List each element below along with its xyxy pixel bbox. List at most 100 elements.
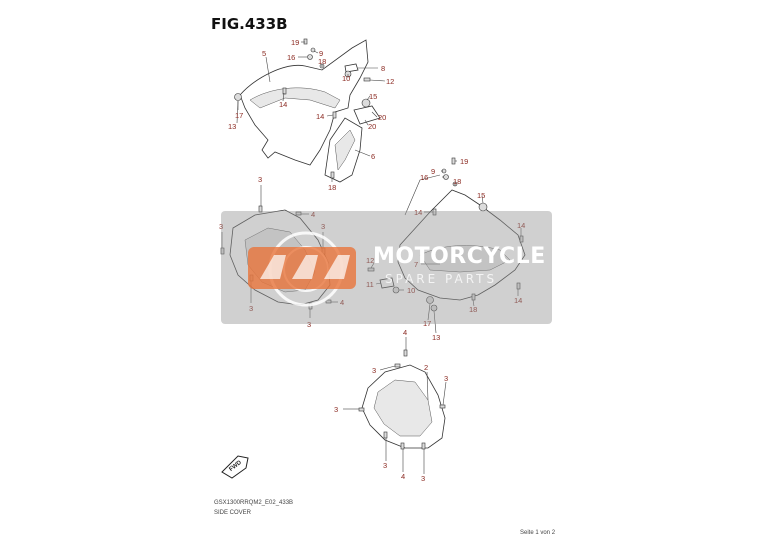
callout-4: 4 xyxy=(340,298,344,307)
callout-17: 17 xyxy=(423,319,431,328)
screw-4d-icon xyxy=(400,442,405,450)
callout-11: 11 xyxy=(366,280,374,289)
callout-4: 4 xyxy=(311,210,315,219)
screw-3h-icon xyxy=(358,407,365,412)
side-cover-7-edge xyxy=(404,174,441,216)
callout-18: 18 xyxy=(328,183,336,192)
callout-18: 18 xyxy=(453,177,461,186)
callout-14: 14 xyxy=(414,208,422,217)
callout-14: 14 xyxy=(316,112,324,121)
screw-3i-icon xyxy=(383,431,388,439)
bolt-19-icon xyxy=(303,38,308,45)
callout-14: 14 xyxy=(514,296,522,305)
callout-10: 10 xyxy=(407,286,415,295)
callout-9: 9 xyxy=(319,49,323,58)
callout-15: 15 xyxy=(369,92,377,101)
bolt-14a-icon xyxy=(282,87,287,95)
side-cover-7-ridge xyxy=(419,245,511,273)
side-cover-5 xyxy=(239,39,369,166)
bolt-18-icon xyxy=(330,171,335,179)
callout-13: 13 xyxy=(228,122,236,131)
bottom-leader-lines xyxy=(343,337,447,474)
grommet-15-right-icon xyxy=(478,202,488,212)
screw-4a-icon xyxy=(295,211,302,216)
bolt-14-right-b-icon xyxy=(519,235,524,243)
middle-left-callouts: 3 4 3 3 3 3 4 xyxy=(219,175,344,329)
callout-12: 12 xyxy=(386,77,394,86)
callout-3: 3 xyxy=(321,222,325,231)
callout-14: 14 xyxy=(279,100,287,109)
bolt-14b-icon xyxy=(332,111,337,119)
watermark-subtitle: SPARE PARTS xyxy=(385,272,498,286)
side-cover-left-assembly xyxy=(239,39,381,183)
callout-19: 19 xyxy=(460,157,468,166)
under-cover-2-assembly xyxy=(361,364,446,449)
callout-3: 3 xyxy=(421,474,425,483)
callout-3: 3 xyxy=(444,374,448,383)
nut-16-icon xyxy=(307,54,313,60)
watermark-logo-icon xyxy=(248,231,356,307)
screw-3f-icon xyxy=(394,363,401,368)
callout-3: 3 xyxy=(307,320,311,329)
side-cover-7 xyxy=(397,189,526,301)
side-cover-5-ridge xyxy=(249,87,341,109)
page-indicator: Seite 1 von 2 xyxy=(520,530,556,536)
clip-8-icon xyxy=(344,63,359,73)
upper-left-leader-lines xyxy=(236,41,386,182)
side-cover-right-assembly xyxy=(397,174,526,301)
nut-16-right-icon xyxy=(443,174,449,180)
callout-4: 4 xyxy=(403,328,407,337)
callout-20: 20 xyxy=(368,122,376,131)
callout-16: 16 xyxy=(420,173,428,182)
screw-3a-icon xyxy=(258,205,263,213)
callout-15: 15 xyxy=(477,191,485,200)
fwd-arrow-icon: FWD xyxy=(221,455,249,479)
screw-12-icon xyxy=(363,77,371,82)
callout-4: 4 xyxy=(401,472,405,481)
bolt-18-right-icon xyxy=(471,293,476,301)
right-callouts: 19 9 16 18 15 14 7 14 12 11 10 14 17 18 … xyxy=(366,157,525,342)
callout-3: 3 xyxy=(219,222,223,231)
screw-4c-icon xyxy=(403,349,408,357)
callout-6: 6 xyxy=(371,152,375,161)
under-cover-2-ribs xyxy=(373,379,433,437)
figure-title: FIG.433B xyxy=(211,15,288,33)
callout-17: 17 xyxy=(235,111,243,120)
bolt-19-right-icon xyxy=(451,157,456,165)
right-fasteners xyxy=(367,157,524,312)
upper-left-fasteners xyxy=(234,38,371,179)
grommet-15-icon xyxy=(361,98,371,108)
callout-3: 3 xyxy=(334,405,338,414)
callout-8: 8 xyxy=(381,64,385,73)
screw-3g-icon xyxy=(439,404,446,409)
callout-18: 18 xyxy=(469,305,477,314)
screw-3b-icon xyxy=(220,247,225,255)
callout-18: 18 xyxy=(318,57,326,66)
callout-7: 7 xyxy=(414,260,418,269)
diagram-code: GSX1300RRQM2_E02_433B xyxy=(214,500,294,506)
bracket-20 xyxy=(353,105,381,125)
clip-11-icon xyxy=(379,277,395,289)
callout-9: 9 xyxy=(431,167,435,176)
diagram-description: SIDE COVER xyxy=(214,510,252,516)
callout-3: 3 xyxy=(372,366,376,375)
callout-16: 16 xyxy=(287,53,295,62)
bolt-14-right-c-icon xyxy=(516,282,521,290)
cushion-17-icon xyxy=(234,93,242,101)
callout-12: 12 xyxy=(366,256,374,265)
upper-left-callouts: 19 9 16 18 5 8 10 12 15 17 13 14 14 20 2… xyxy=(228,38,394,192)
inner-panel-6-ribs xyxy=(334,129,356,171)
callout-3: 3 xyxy=(258,175,262,184)
screw-4b-icon xyxy=(325,299,332,304)
bottom-callouts: 4 2 3 3 3 3 4 3 xyxy=(334,328,448,483)
callout-3: 3 xyxy=(249,304,253,313)
callout-14: 14 xyxy=(517,221,525,230)
callout-13: 13 xyxy=(432,333,440,342)
watermark-brand: MOTORCYCLE xyxy=(373,244,546,269)
callout-3: 3 xyxy=(383,461,387,470)
bottom-fasteners xyxy=(358,349,446,450)
right-leader-lines xyxy=(370,160,522,334)
callout-2: 2 xyxy=(424,363,428,372)
callout-5: 5 xyxy=(262,49,266,58)
screw-3j-icon xyxy=(421,442,426,450)
